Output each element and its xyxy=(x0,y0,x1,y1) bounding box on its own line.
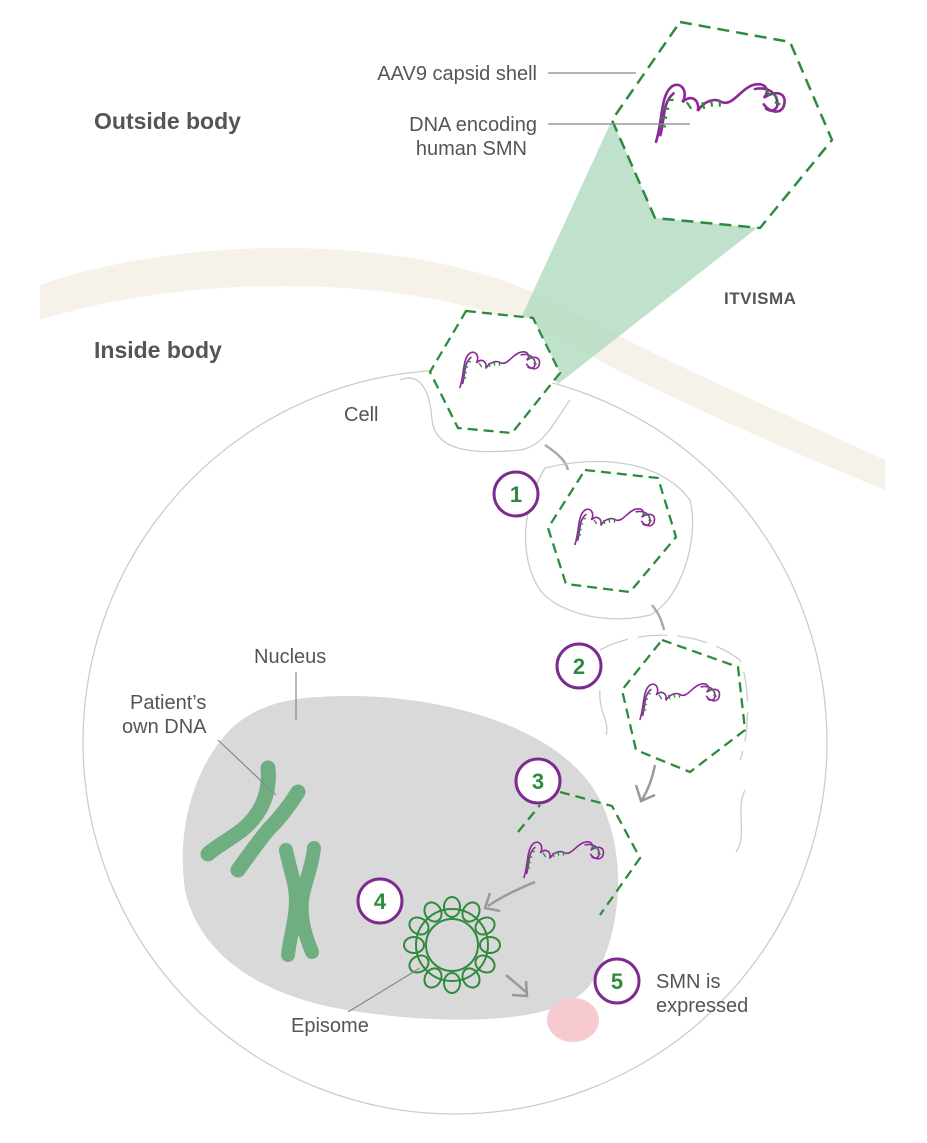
step-number-2: 2 xyxy=(573,654,585,679)
capsid-step-1 xyxy=(546,468,678,594)
path-line-1 xyxy=(544,443,570,471)
label-capsid-shell: AAV9 capsid shell xyxy=(377,63,537,85)
endosome-1 xyxy=(524,460,694,620)
step-number-3: 3 xyxy=(532,769,544,794)
step-badge-1: 1 xyxy=(492,470,540,518)
label-patient-line2: own DNA xyxy=(122,716,207,738)
arrow-to-episome-head xyxy=(483,892,501,913)
step-badge-2: 2 xyxy=(555,642,603,690)
step-badge-4: 4 xyxy=(356,877,404,925)
step-number-4: 4 xyxy=(374,889,387,914)
step-number-1: 1 xyxy=(510,482,522,507)
capsid-entry xyxy=(428,309,562,435)
endosome-2 xyxy=(599,634,749,761)
path-line-2 xyxy=(651,604,666,631)
endosome-2b xyxy=(599,689,608,736)
label-cell: Cell xyxy=(344,404,378,426)
step-badge-3: 3 xyxy=(514,757,562,805)
arrow-to-nucleus xyxy=(640,764,657,801)
step-badge-5: 5 xyxy=(593,957,641,1005)
endosome-2c xyxy=(735,789,746,853)
heading-outside-body: Outside body xyxy=(94,108,241,134)
heading-inside-body: Inside body xyxy=(94,337,222,363)
arrow-to-expression xyxy=(505,974,527,993)
chromosome-2 xyxy=(279,841,321,962)
label-dna-line2: human SMN xyxy=(416,138,527,160)
skin-band xyxy=(40,247,885,490)
membrane-indent-entry xyxy=(399,377,571,453)
arrow-to-expression-head xyxy=(511,980,529,998)
capsid-step-3 xyxy=(517,790,642,916)
label-patient-line1: Patient’s xyxy=(130,692,206,714)
arrow-to-nucleus-head xyxy=(634,784,656,803)
label-smn-line2: expressed xyxy=(656,995,748,1017)
label-smn-line1: SMN is xyxy=(656,971,720,993)
step-number-5: 5 xyxy=(611,969,623,994)
leader-episome xyxy=(347,967,421,1013)
leader-patient-dna xyxy=(217,739,277,796)
capsid-large xyxy=(610,20,834,230)
arrow-to-episome xyxy=(487,880,536,908)
label-episome: Episome xyxy=(291,1015,369,1037)
label-dna-line1: DNA encoding xyxy=(409,114,537,136)
capsid-step-2 xyxy=(620,638,747,774)
label-product-name: ITVISMA xyxy=(724,289,796,308)
smn-protein xyxy=(547,998,599,1042)
label-nucleus: Nucleus xyxy=(254,646,326,668)
episome-ring xyxy=(403,896,501,994)
